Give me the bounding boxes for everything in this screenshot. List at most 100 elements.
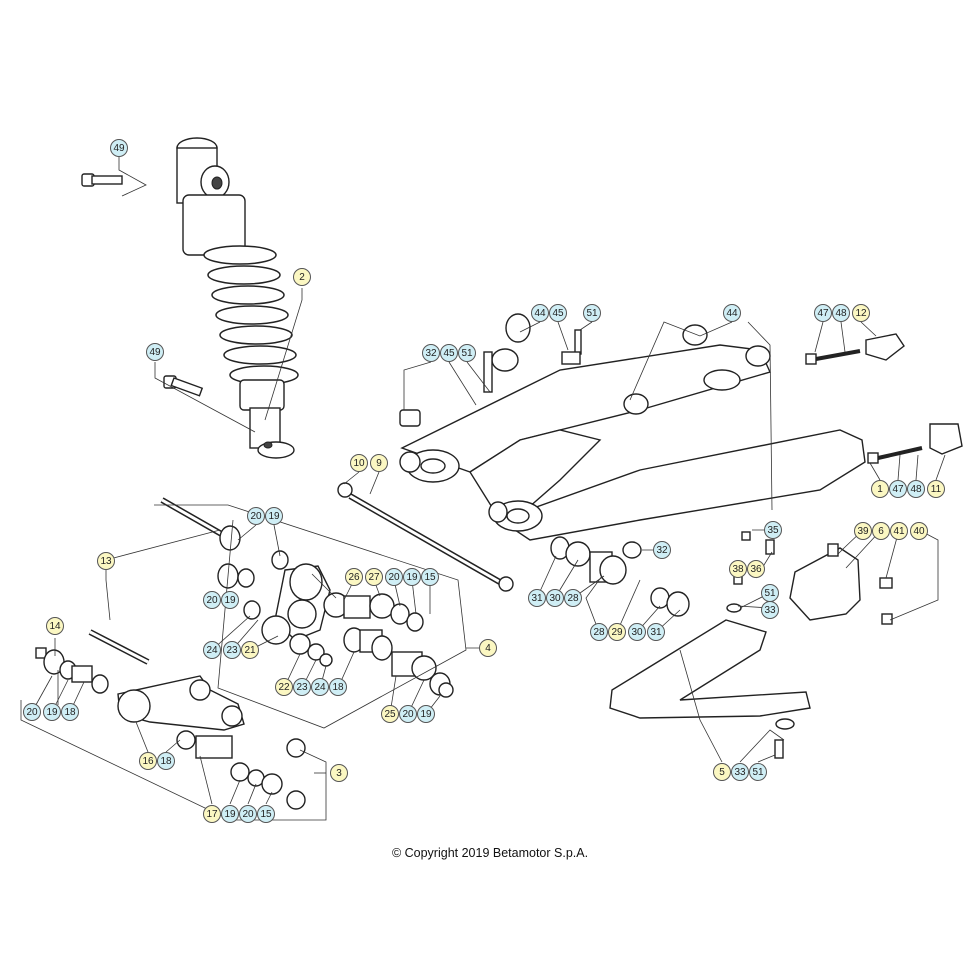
part-callout-30: 30: [546, 589, 564, 607]
callout-circle: [608, 623, 626, 641]
part-callout-51: 51: [583, 304, 601, 322]
callout-label: 44: [534, 308, 546, 319]
part-callout-47: 47: [889, 480, 907, 498]
callout-circle: [764, 521, 782, 539]
part-callout-49: 49: [110, 139, 128, 157]
part-callout-41: 41: [890, 522, 908, 540]
callout-label: 14: [49, 621, 61, 632]
callout-circle: [546, 589, 564, 607]
callout-label: 18: [160, 756, 172, 767]
callout-label: 19: [406, 572, 418, 583]
callout-label: 19: [224, 595, 236, 606]
callout-circle: [345, 568, 363, 586]
callout-label: 19: [46, 707, 58, 718]
callout-circle: [223, 641, 241, 659]
callout-circle: [564, 589, 582, 607]
callout-label: 3: [336, 768, 342, 779]
callout-circle: [890, 522, 908, 540]
callout-circle: [257, 805, 275, 823]
callout-label: 48: [835, 308, 847, 319]
callout-circle: [330, 764, 348, 782]
part-callout-24: 24: [311, 678, 329, 696]
part-callout-39: 39: [854, 522, 872, 540]
callout-label: 23: [296, 682, 308, 693]
callout-label: 10: [353, 458, 365, 469]
callout-circle: [854, 522, 872, 540]
callout-label: 28: [567, 593, 579, 604]
bolt-lower: [163, 375, 204, 397]
callout-circle: [927, 480, 945, 498]
chain-guide: [789, 543, 893, 625]
callout-label: 40: [913, 526, 925, 537]
callout-circle: [157, 752, 175, 770]
callout-circle: [731, 763, 749, 781]
callout-label: 29: [611, 627, 623, 638]
callout-label: 22: [278, 682, 290, 693]
callout-circle: [910, 522, 928, 540]
part-callout-20: 20: [399, 705, 417, 723]
part-callout-4: 4: [479, 639, 497, 657]
callout-circle: [365, 568, 383, 586]
swingarm: [399, 344, 866, 541]
callout-label: 19: [224, 809, 236, 820]
part-callout-19: 19: [221, 591, 239, 609]
callout-circle: [814, 304, 832, 322]
callout-label: 23: [226, 645, 238, 656]
callout-circle: [43, 703, 61, 721]
callout-label: 35: [767, 525, 779, 536]
part-callout-6: 6: [872, 522, 890, 540]
callout-circle: [241, 641, 259, 659]
callout-label: 12: [855, 308, 867, 319]
part-callout-24: 24: [203, 641, 221, 659]
part-callout-19: 19: [43, 703, 61, 721]
callout-label: 20: [402, 709, 414, 720]
part-callout-25: 25: [381, 705, 399, 723]
part-callout-51: 51: [749, 763, 767, 781]
callout-label: 4: [485, 643, 491, 654]
part-callout-32: 32: [422, 344, 440, 362]
callout-circle: [628, 623, 646, 641]
swingarm-bushings: [550, 536, 690, 617]
callout-circle: [311, 678, 329, 696]
callout-circle: [889, 480, 907, 498]
callout-circle: [293, 678, 311, 696]
callout-circle: [203, 805, 221, 823]
callout-label: 51: [764, 588, 776, 599]
part-callout-45: 45: [440, 344, 458, 362]
callout-label: 9: [376, 458, 382, 469]
copyright-text: © Copyright 2019 Betamotor S.p.A.: [391, 846, 589, 860]
part-callout-11: 11: [927, 480, 945, 498]
chain-slider: [609, 531, 811, 759]
part-callout-15: 15: [421, 568, 439, 586]
part-callout-45: 45: [549, 304, 567, 322]
callout-label: 6: [878, 526, 884, 537]
callout-circle: [872, 522, 890, 540]
callout-label: 20: [388, 572, 400, 583]
part-callout-19: 19: [403, 568, 421, 586]
part-callout-18: 18: [157, 752, 175, 770]
callout-label: 32: [425, 348, 437, 359]
callout-label: 45: [552, 308, 564, 319]
part-callout-31: 31: [528, 589, 546, 607]
callout-circle: [203, 641, 221, 659]
part-callout-16: 16: [139, 752, 157, 770]
callout-label: 20: [26, 707, 38, 718]
part-callout-1: 1: [871, 480, 889, 498]
callout-circle: [275, 678, 293, 696]
part-callout-44: 44: [531, 304, 549, 322]
callout-circle: [23, 703, 41, 721]
callout-circle: [713, 763, 731, 781]
callout-label: 28: [593, 627, 605, 638]
callout-label: 32: [656, 545, 668, 556]
callout-circle: [583, 304, 601, 322]
callout-circle: [871, 480, 889, 498]
part-callout-36: 36: [747, 560, 765, 578]
callout-label: 26: [348, 572, 360, 583]
callout-label: 48: [910, 484, 922, 495]
part-callout-23: 23: [223, 641, 241, 659]
callout-label: 51: [461, 348, 473, 359]
callout-label: 15: [424, 572, 436, 583]
callout-circle: [852, 304, 870, 322]
callout-circle: [239, 805, 257, 823]
part-callout-29: 29: [608, 623, 626, 641]
